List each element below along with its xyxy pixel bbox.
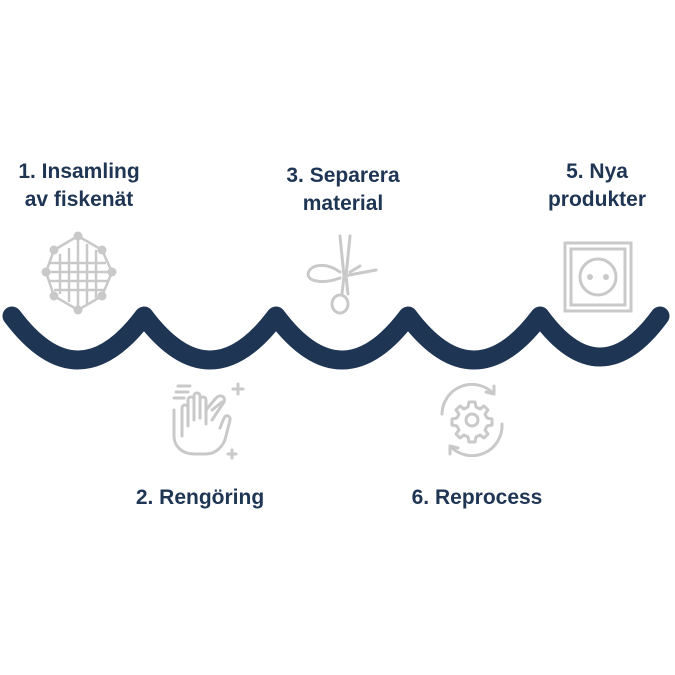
step-6-line1: 6. Reprocess [411, 486, 543, 509]
step-1-label: 1. Insamling av fiskenät [4, 158, 154, 214]
step-3-label: 3. Separera material [268, 162, 418, 218]
power-outlet-icon [563, 241, 633, 313]
step-2-label: 2. Rengöring [120, 484, 280, 512]
step-3-line2: material [302, 192, 384, 215]
step-5-line1: 5. Nya [566, 160, 628, 183]
step-1-line1: 1. Insamling [18, 160, 140, 183]
step-3-line1: 3. Separera [286, 164, 400, 187]
step-5-line2: produkter [547, 188, 646, 211]
step-5-label: 5. Nya produkter [532, 158, 662, 214]
washing-hands-icon [172, 382, 245, 460]
step-1-line2: av fiskenät [24, 188, 134, 211]
step-2-line1: 2. Rengöring [135, 486, 265, 509]
fishing-net-icon [41, 231, 117, 315]
scissors-icon [306, 234, 378, 315]
gear-recycle-icon [440, 382, 504, 458]
step-6-label: 6. Reprocess [392, 484, 562, 512]
